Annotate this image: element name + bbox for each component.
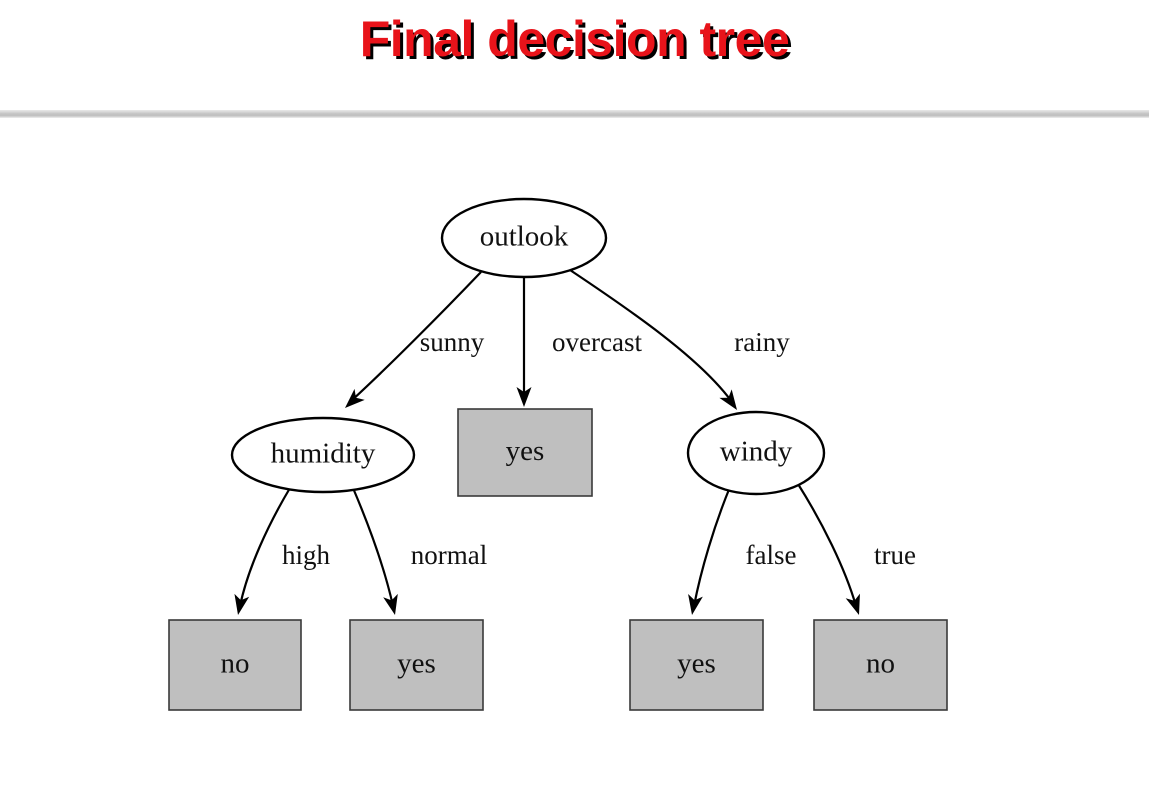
node-shape-rect[interactable]: [349, 619, 484, 711]
node-shape-rect[interactable]: [629, 619, 764, 711]
tree-edge-labels-layer: sunny overcast rainy high normal false true: [282, 327, 916, 570]
tree-node-windy[interactable]: windy: [686, 410, 826, 496]
edge-line: [349, 271, 482, 403]
tree-edge-windy-false: [688, 486, 732, 615]
node-label-humidity: humidity: [271, 438, 376, 470]
node-label-outlook: outlook: [480, 221, 569, 253]
arrow-icon: [234, 593, 250, 615]
arrow-icon: [383, 593, 398, 615]
edge-label-windy-false: false: [746, 540, 797, 570]
arrow-icon: [719, 389, 737, 410]
edge-label-humidity-high: high: [282, 540, 331, 570]
edge-line: [797, 483, 858, 607]
edge-line: [238, 487, 291, 607]
edge-label-outlook-sunny: sunny: [420, 327, 485, 357]
edge-label-humidity-normal: normal: [411, 540, 487, 570]
tree-edge-windy-true: [797, 483, 860, 615]
tree-node-leaf-true-no[interactable]: no: [813, 619, 948, 711]
tree-edge-outlook-sunny: [345, 271, 482, 408]
node-label-leaf-normal-yes: yes: [397, 648, 436, 680]
tree-edge-humidity-normal: [351, 487, 398, 615]
tree-node-humidity[interactable]: humidity: [230, 416, 416, 494]
node-label-leaf-false-yes: yes: [677, 648, 716, 680]
node-shape-ellipse[interactable]: [686, 410, 826, 496]
node-label-leaf-true-no: no: [866, 648, 895, 680]
node-label-leaf-high-no: no: [221, 648, 250, 680]
page-title: Final decision tree: [359, 11, 790, 67]
edge-line: [569, 269, 733, 403]
tree-edge-outlook-rainy: [569, 269, 737, 410]
edge-line: [692, 486, 732, 607]
node-shape-rect[interactable]: [813, 619, 948, 711]
title-divider: [0, 110, 1149, 118]
node-shape-rect[interactable]: [457, 408, 593, 497]
tree-edge-outlook-overcast: [516, 277, 532, 407]
edge-label-outlook-rainy: rainy: [734, 327, 790, 357]
tree-edges-layer: [234, 269, 860, 615]
arrow-icon: [345, 388, 365, 408]
arrow-icon: [516, 387, 532, 407]
tree-nodes-layer: outlook humidity windy yes no yes yes no: [168, 197, 948, 711]
tree-node-outlook[interactable]: outlook: [440, 197, 608, 279]
tree-edge-humidity-high: [234, 487, 291, 615]
tree-node-leaf-normal-yes[interactable]: yes: [349, 619, 484, 711]
node-shape-ellipse[interactable]: [230, 416, 416, 494]
tree-node-leaf-false-yes[interactable]: yes: [629, 619, 764, 711]
edge-label-windy-true: true: [874, 540, 916, 570]
node-label-leaf-overcast-yes: yes: [506, 435, 545, 467]
arrow-icon: [688, 594, 703, 615]
arrow-icon: [845, 593, 860, 615]
node-shape-rect[interactable]: [168, 619, 302, 711]
tree-node-leaf-overcast-yes[interactable]: yes: [457, 408, 593, 497]
edge-line: [351, 487, 395, 607]
node-label-windy: windy: [720, 436, 793, 468]
node-shape-ellipse[interactable]: [440, 197, 608, 279]
tree-node-leaf-high-no[interactable]: no: [168, 619, 302, 711]
edge-label-outlook-overcast: overcast: [552, 327, 642, 357]
